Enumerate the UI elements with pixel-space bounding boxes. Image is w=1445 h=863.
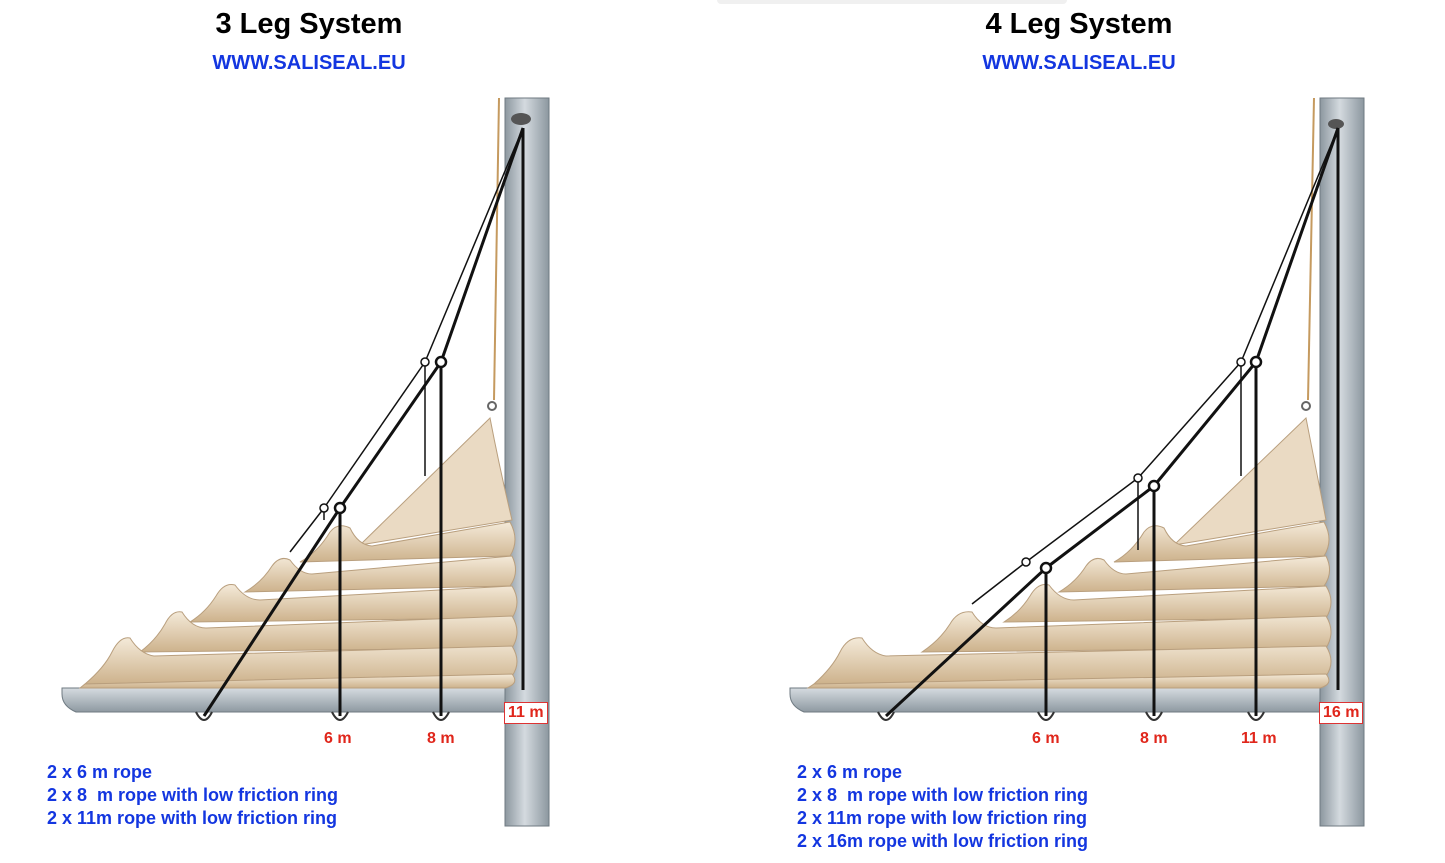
low-friction-rings bbox=[319, 355, 448, 515]
four-leg-panel: 4 Leg System WWW.SALISEAL.EU bbox=[722, 0, 1444, 863]
rope-legend: 2 x 6 m rope 2 x 8 m rope with low frict… bbox=[47, 762, 338, 831]
boom bbox=[61, 687, 506, 713]
masthead-sheave bbox=[1328, 119, 1344, 129]
website-link[interactable]: WWW.SALISEAL.EU bbox=[212, 52, 406, 74]
rope-legend: 2 x 6 m rope 2 x 8 m rope with low frict… bbox=[797, 762, 1088, 854]
boom-eyes bbox=[195, 711, 450, 721]
halyard bbox=[1307, 97, 1315, 401]
distance-label-8m: 8 m bbox=[427, 730, 455, 747]
distance-label-6m: 6 m bbox=[324, 730, 352, 747]
flaked-sail bbox=[806, 521, 1332, 689]
legend-item: 2 x 11m rope with low friction ring bbox=[797, 808, 1088, 828]
legend-item: 2 x 16m rope with low friction ring bbox=[797, 831, 1089, 851]
masthead-sheave bbox=[511, 113, 531, 125]
legend-item: 2 x 6 m rope bbox=[47, 762, 153, 782]
legend-item: 2 x 6 m rope bbox=[797, 762, 903, 782]
lazy-jack-lines bbox=[202, 127, 525, 717]
boom-eyes bbox=[877, 711, 1265, 721]
legend-item: 2 x 8 m rope with low friction ring bbox=[47, 785, 339, 805]
three-leg-diagram bbox=[61, 97, 550, 827]
distance-label-11m: 11 m bbox=[1241, 730, 1277, 747]
four-leg-diagram bbox=[789, 97, 1365, 827]
distance-label-16m: 16 m bbox=[1319, 702, 1364, 724]
distance-label-11m: 11 m bbox=[504, 702, 548, 724]
top-edge-shadow bbox=[717, 0, 1067, 4]
panel-title: 4 Leg System bbox=[985, 8, 1173, 40]
legend-item: 2 x 11m rope with low friction ring bbox=[47, 808, 338, 828]
three-leg-panel: 3 Leg System WWW.SALISEAL.EU bbox=[0, 0, 722, 863]
legend-item: 2 x 8 m rope with low friction ring bbox=[797, 785, 1089, 805]
boom bbox=[789, 687, 1321, 713]
panel-title: 3 Leg System bbox=[215, 8, 403, 40]
website-link[interactable]: WWW.SALISEAL.EU bbox=[982, 52, 1176, 74]
sail-head bbox=[358, 416, 513, 546]
distance-label-8m: 8 m bbox=[1140, 730, 1168, 747]
lazy-jack-lines bbox=[884, 127, 1340, 718]
low-friction-rings bbox=[1021, 355, 1263, 575]
distance-label-6m: 6 m bbox=[1032, 730, 1060, 747]
halyard bbox=[493, 97, 500, 401]
sail-head bbox=[1172, 417, 1327, 546]
flaked-sail bbox=[78, 521, 518, 689]
